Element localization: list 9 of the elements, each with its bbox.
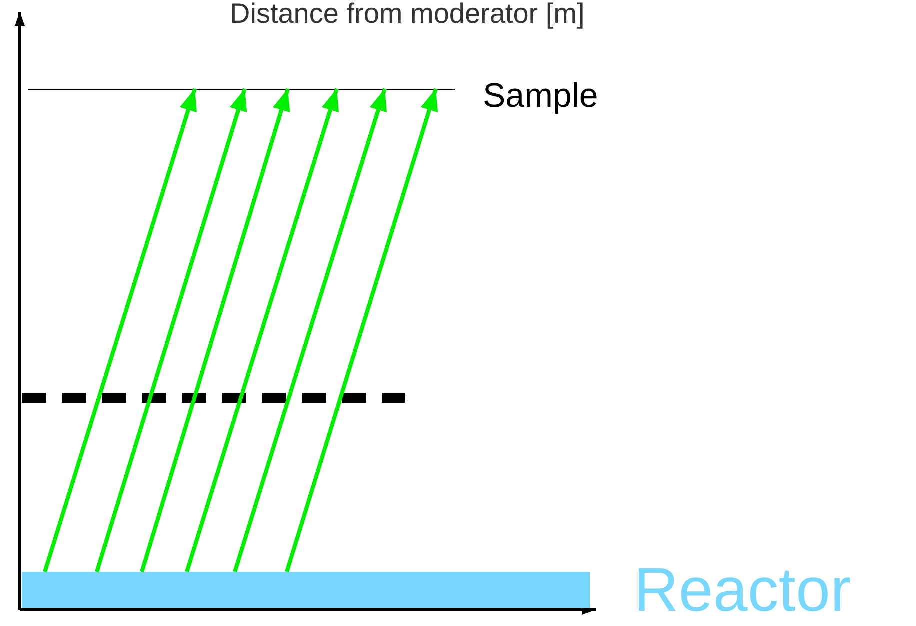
arrow bbox=[285, 88, 438, 573]
arrow bbox=[43, 88, 198, 573]
arrow bbox=[140, 88, 290, 573]
arrow bbox=[95, 88, 248, 573]
arrow bbox=[185, 88, 340, 573]
reactor-label: Reactor bbox=[634, 558, 852, 624]
sample-label: Sample bbox=[483, 77, 598, 116]
arrow bbox=[233, 88, 388, 573]
axis-title: Distance from moderator [m] bbox=[230, 0, 585, 30]
